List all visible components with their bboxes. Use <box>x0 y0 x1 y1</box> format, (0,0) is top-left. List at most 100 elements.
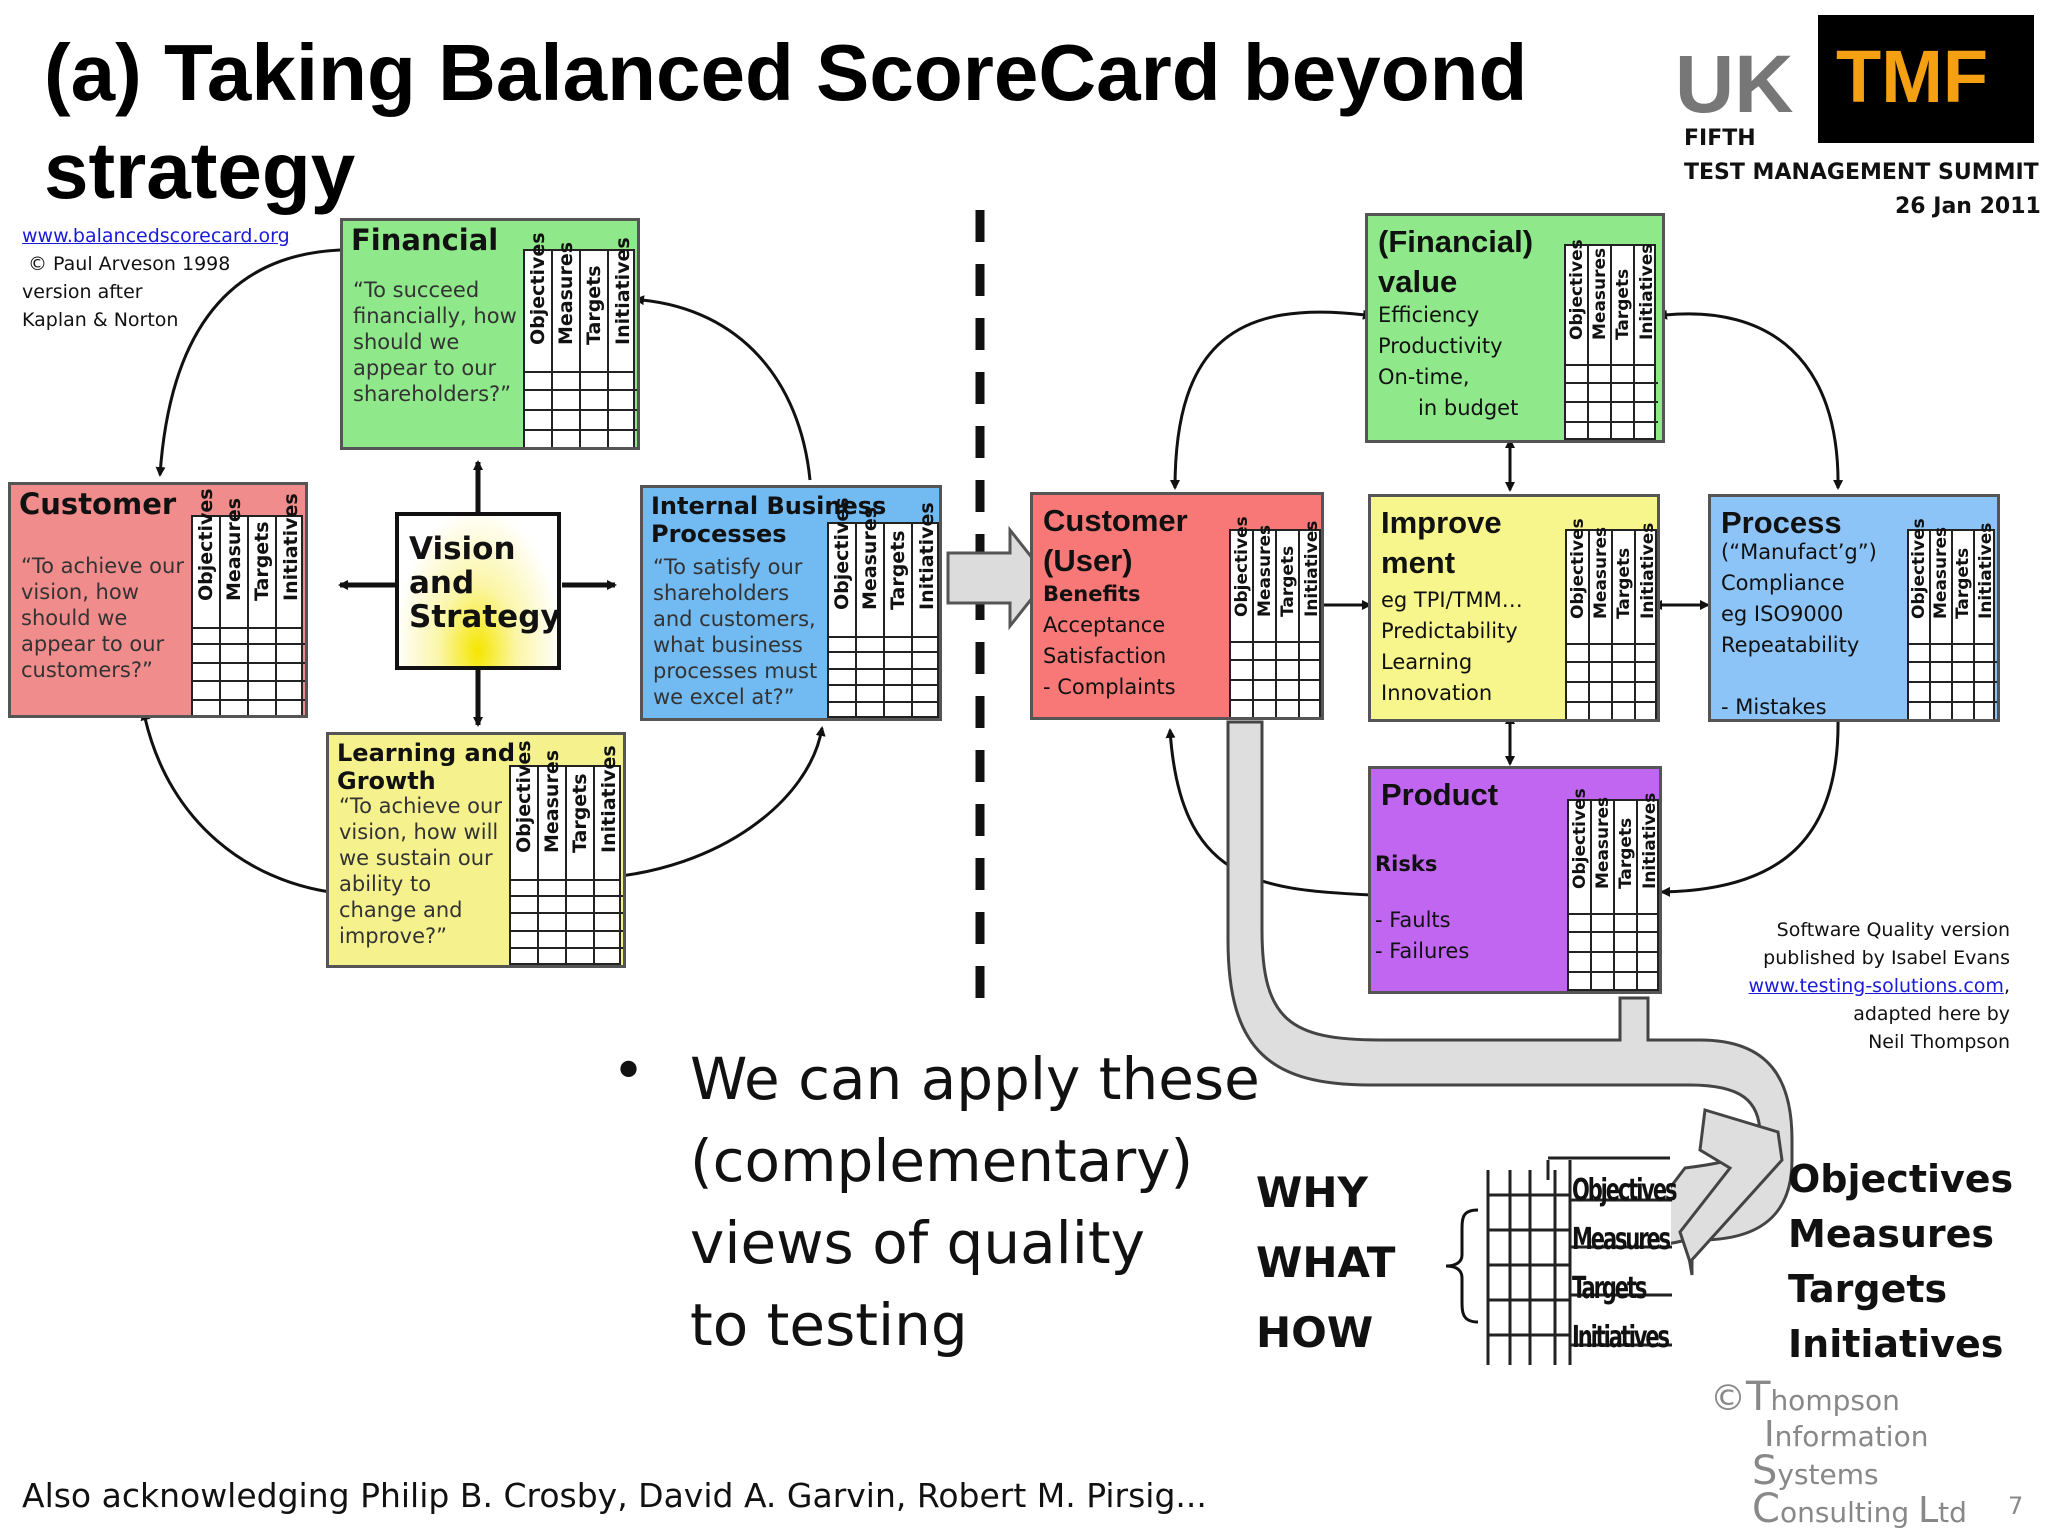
balancedscorecard-link[interactable]: www.balancedscorecard.org <box>22 225 290 247</box>
grid-cell <box>609 431 637 447</box>
grid-header-initiatives: Initiatives <box>1639 792 1660 889</box>
grid-cell <box>1613 703 1636 719</box>
grid-cell <box>1975 703 1997 719</box>
grid-cell <box>1638 913 1659 933</box>
box-lines: - Faults- Failures <box>1375 908 1470 963</box>
grid-cell <box>1231 661 1254 681</box>
grid-cell <box>553 411 581 431</box>
grid-header-objectives: Objectives <box>1567 518 1590 643</box>
grid-header-targets: Targets <box>567 767 595 879</box>
grid-cell <box>193 627 221 646</box>
grid-cell <box>1612 403 1635 423</box>
grid-cell <box>829 703 857 718</box>
grid-header-targets: Targets <box>249 517 277 627</box>
grid-cell <box>1931 663 1953 683</box>
grid-header-targets: Targets <box>1953 531 1975 643</box>
grid-cell <box>1638 933 1659 953</box>
curved-funnel-arrow-icon <box>1226 720 1794 1276</box>
grid-cell <box>857 669 885 687</box>
grid-cell <box>581 391 609 411</box>
grid-cell <box>1635 423 1658 441</box>
grid-cell <box>1615 933 1638 953</box>
grid-cell <box>1612 422 1635 440</box>
grid-cell <box>609 391 637 411</box>
grid-cell <box>249 627 277 646</box>
grid-header-targets: Targets <box>1613 531 1636 643</box>
grid-cell <box>1953 703 1975 719</box>
grid-cell <box>221 645 249 664</box>
grid-cell <box>553 431 581 447</box>
grid-cell <box>539 879 567 897</box>
grid-cell <box>1569 973 1592 991</box>
grid-header-measures: Measures <box>1254 525 1277 641</box>
grid-cell <box>857 652 885 670</box>
grid-cell <box>1909 683 1931 703</box>
grid-cell <box>1613 663 1636 683</box>
grid-cell <box>885 636 913 653</box>
grid-cell <box>567 931 595 950</box>
box-title: (Financial)value <box>1378 224 1534 299</box>
credit-right: Software Quality version published by Is… <box>1700 916 2010 1056</box>
grid-cell <box>1254 701 1277 717</box>
grid-cell <box>1909 663 1931 683</box>
grid-cell <box>1636 683 1657 703</box>
grid-cell <box>1589 364 1612 384</box>
grid-cell <box>595 949 623 965</box>
grid-cell <box>1254 681 1277 701</box>
grid-header-objectives: Objectives <box>511 740 539 879</box>
grid-cell <box>1569 953 1592 973</box>
grid-cell <box>1909 703 1931 719</box>
grid-header-objectives: Objectives <box>193 488 221 627</box>
grid-cell <box>193 700 221 715</box>
grid-cell <box>553 371 581 391</box>
grid-cell <box>1589 383 1612 403</box>
grid-cell <box>829 686 857 704</box>
box-title: Product <box>1381 777 1499 812</box>
grid-cell <box>1592 933 1615 953</box>
grid-cell <box>277 682 305 701</box>
page-number: 7 <box>2008 1492 2024 1520</box>
grid-cell <box>511 914 539 932</box>
credit-line-1: © Paul Arveson 1998 <box>28 253 231 275</box>
summit-line-2: TEST MANAGEMENT SUMMIT <box>1684 160 2039 185</box>
grid-header-measures: Measures <box>221 498 249 627</box>
credit-left: www.balancedscorecard.org © Paul Arveson… <box>22 222 290 334</box>
grid-cell <box>1566 403 1589 423</box>
box-title: Financial <box>351 223 499 257</box>
grid-cell <box>857 686 885 704</box>
box-title: Customer <box>19 487 177 521</box>
grid-cell <box>581 431 609 447</box>
grid-cell <box>249 682 277 701</box>
grid-cell <box>581 371 609 391</box>
grid-header-initiatives: Initiatives <box>1301 520 1322 617</box>
grid-cell <box>1590 643 1613 663</box>
grid-cell <box>1566 383 1589 403</box>
grid-header-objectives: Objectives <box>1569 788 1592 913</box>
box-title: Customer(User) <box>1043 503 1188 578</box>
grid-header-measures: Measures <box>553 242 581 371</box>
grid-cell <box>511 879 539 897</box>
testing-solutions-link[interactable]: www.testing-solutions.com <box>1748 975 2004 997</box>
bullet-symbol: • <box>612 1039 646 1104</box>
grid-cell <box>609 411 637 431</box>
grid-cell <box>249 663 277 683</box>
grid-header-measures: Measures <box>1589 246 1612 364</box>
grid-header-initiatives: Initiatives <box>598 745 620 853</box>
grid-header-targets: Targets <box>1615 801 1638 913</box>
grid-cell <box>221 682 249 701</box>
